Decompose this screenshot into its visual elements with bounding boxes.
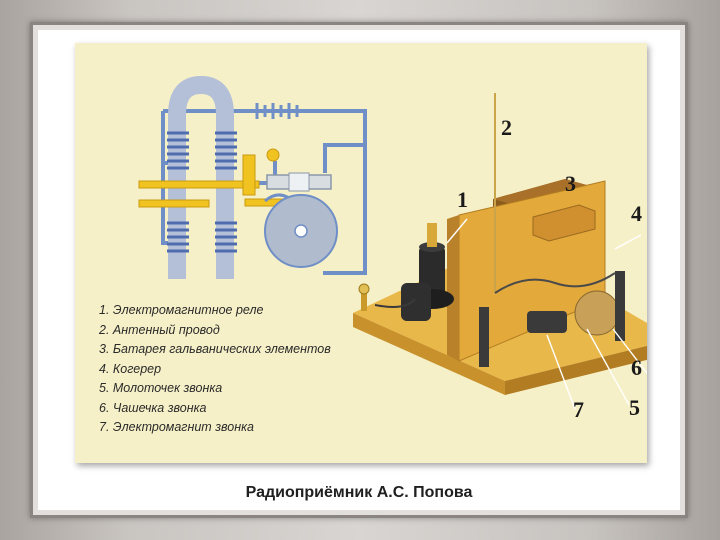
apparatus [353,93,647,410]
radio-receiver-illustration [138,75,647,410]
callout-2: 2 [501,115,512,140]
bell-magnet [527,311,567,333]
coil-windings [167,131,237,253]
circuit-schematic [161,109,367,275]
bell-center [294,224,308,238]
electromagnet-core [168,75,234,279]
circuit-wire [163,109,367,275]
slide-frame: 1. Электромагнитное реле 2. Антенный про… [30,22,688,518]
terminal-post [361,291,367,311]
diagram-panel: 1. Электромагнитное реле 2. Антенный про… [75,43,647,463]
bell-sphere [574,290,620,336]
legend-item: 2. Антенный провод [99,322,220,337]
legend-item: 7. Электромагнит звонка [99,420,254,434]
legend-list: 1. Электромагнитное реле 2. Антенный про… [99,301,331,438]
bell-wire [494,272,616,294]
callout-4: 4 [631,201,642,226]
legend-item: 4. Когерер [99,361,162,376]
circuit-wire [323,143,365,173]
callout-5: 5 [629,395,640,420]
callout-leaders [446,218,647,410]
callout-1: 1 [457,187,468,212]
coherer-block [532,204,596,242]
callout-6: 6 [631,355,642,380]
coherer-tube [266,172,332,192]
legend-item: 1. Электромагнитное реле [99,303,264,317]
legend-item: 3. Батарея гальванических элементов [99,342,331,356]
callout-3: 3 [565,171,576,196]
slide-caption: Радиоприёмник А.С. Попова [245,484,473,501]
callout-7: 7 [573,397,584,422]
battery-symbol [255,103,299,119]
legend-item: 5. Молоточек звонка [99,381,223,395]
relay-armature [138,148,296,208]
legend-item: 6. Чашечка звонка [99,400,207,415]
